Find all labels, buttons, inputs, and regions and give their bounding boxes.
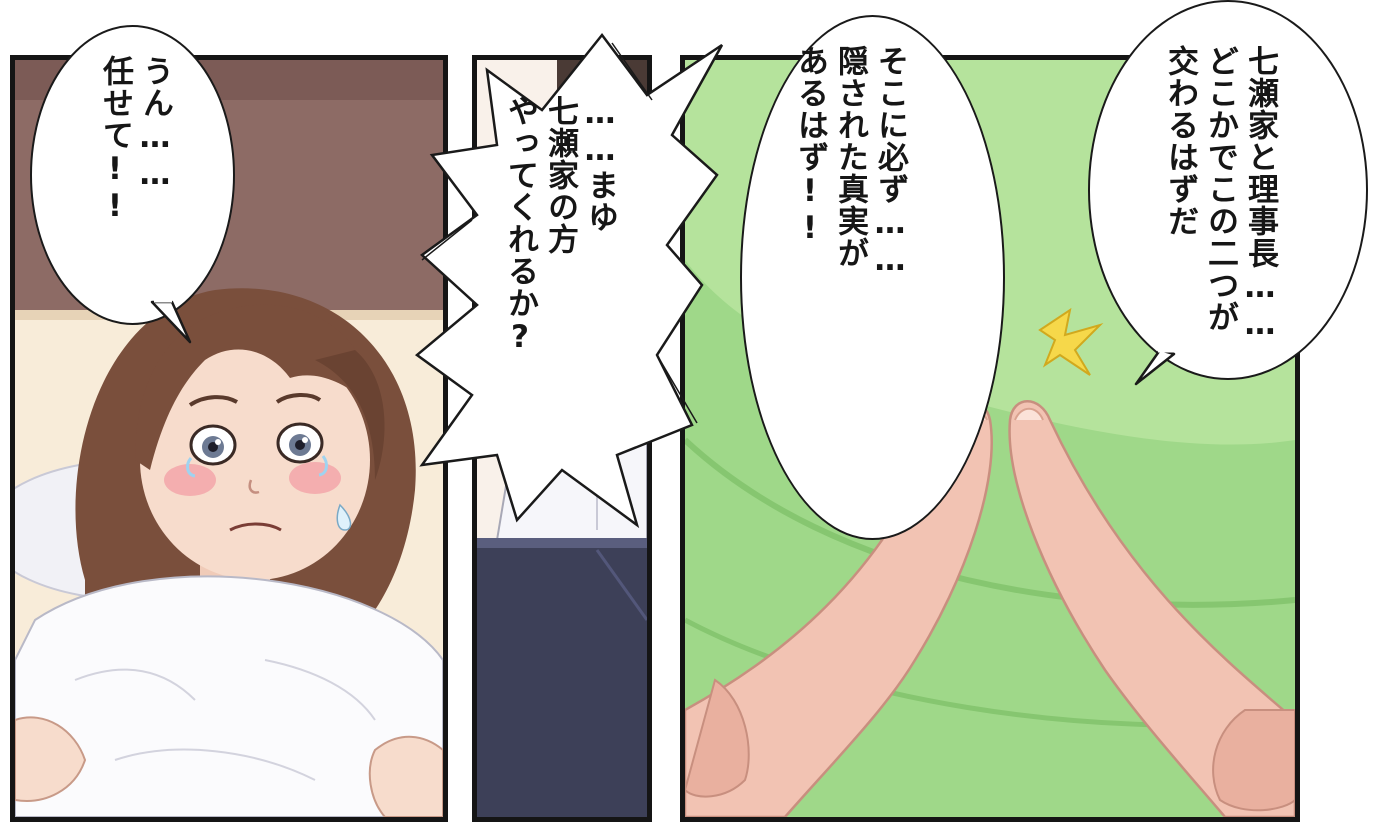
right-finger xyxy=(1008,400,1295,817)
speech-bubble-right-big xyxy=(1088,0,1368,380)
speech-bubble-left-tail xyxy=(150,297,192,344)
monitor xyxy=(477,538,647,817)
speech-bubble-middle-burst xyxy=(414,32,724,529)
hair-bangs xyxy=(135,304,375,470)
left-hand xyxy=(15,716,87,802)
speech-text-right-big: 七瀬家と理事長…… どこかでこの二つが 交わるはずだ xyxy=(1162,45,1278,343)
left-knuckles xyxy=(685,678,750,798)
right-knuckles xyxy=(1212,709,1295,812)
speech-bubble-right-big-tail xyxy=(1134,347,1176,386)
speech-text-left: うん…… 任せて!! xyxy=(97,55,173,225)
speech-bubble-left xyxy=(30,25,235,325)
right-hand xyxy=(368,735,443,817)
speech-bubble-right-small xyxy=(740,15,1005,540)
speech-text-right-small: そこに必ず…… 隠された真実が あるはず!! xyxy=(792,45,908,279)
mouth xyxy=(229,522,282,532)
speech-text-middle: ……まゆ 七瀬家の方 やってくれるか? xyxy=(502,95,618,356)
sparkle-icon xyxy=(1038,307,1104,376)
